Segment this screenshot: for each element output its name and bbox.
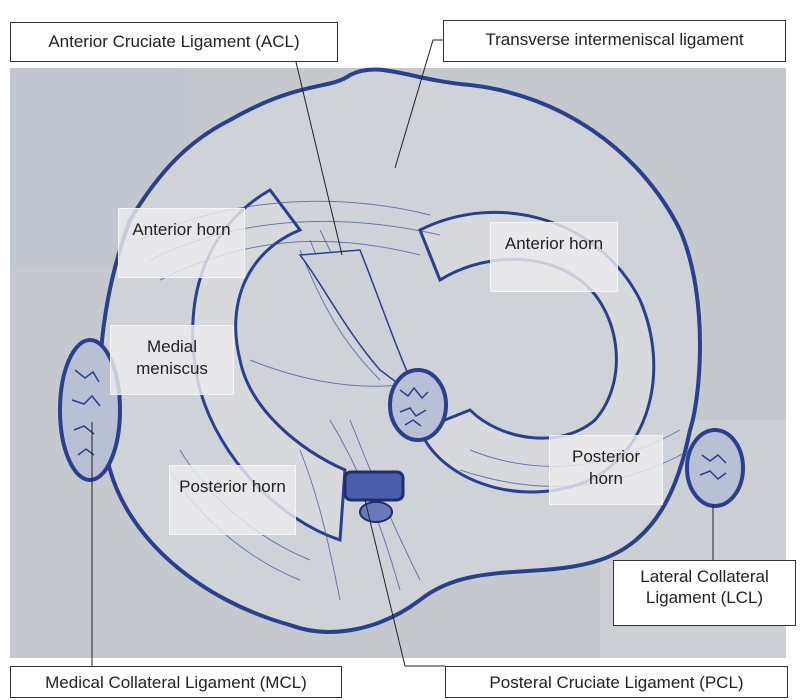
medial-posterior-horn-label: Posterior horn — [169, 465, 296, 535]
acl-callout: Anterior Cruciate Ligament (ACL) — [10, 22, 338, 62]
mcl-callout: Medical Collateral Ligament (MCL) — [10, 666, 342, 698]
lcl-cross-section — [687, 430, 743, 506]
pcl-stump — [345, 472, 403, 500]
acl-stump — [390, 370, 446, 440]
pcl-callout: Posteral Cruciate Ligament (PCL) — [445, 666, 788, 698]
lateral-posterior-horn-label: Posterior horn — [549, 435, 663, 505]
transverse-ligament-callout: Transverse intermeniscal ligament — [443, 20, 786, 62]
medial-anterior-horn-label: Anterior horn — [118, 208, 245, 278]
lcl-callout: Lateral Collateral Ligament (LCL) — [613, 560, 796, 626]
lateral-anterior-horn-label: Anterior horn — [490, 222, 618, 292]
medial-meniscus-label: Medial meniscus — [110, 325, 234, 395]
